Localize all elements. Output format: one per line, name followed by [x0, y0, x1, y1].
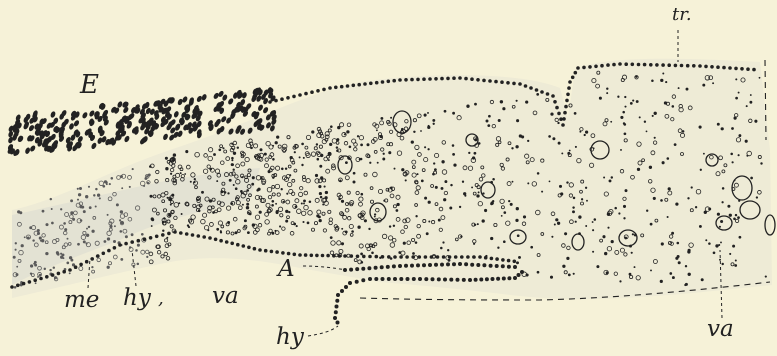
label-va-left: va [212, 285, 239, 308]
label-tr: tr. [672, 6, 692, 24]
label-va-right: va [707, 318, 734, 341]
label-hy-bottom: hy [276, 326, 304, 349]
label-E: E [80, 72, 99, 98]
label-hy-left-mark: , [158, 290, 164, 308]
tissue-wash [12, 59, 772, 299]
label-A: A [278, 258, 295, 281]
label-hy-left: hy [123, 287, 151, 310]
label-me: me [64, 289, 99, 312]
